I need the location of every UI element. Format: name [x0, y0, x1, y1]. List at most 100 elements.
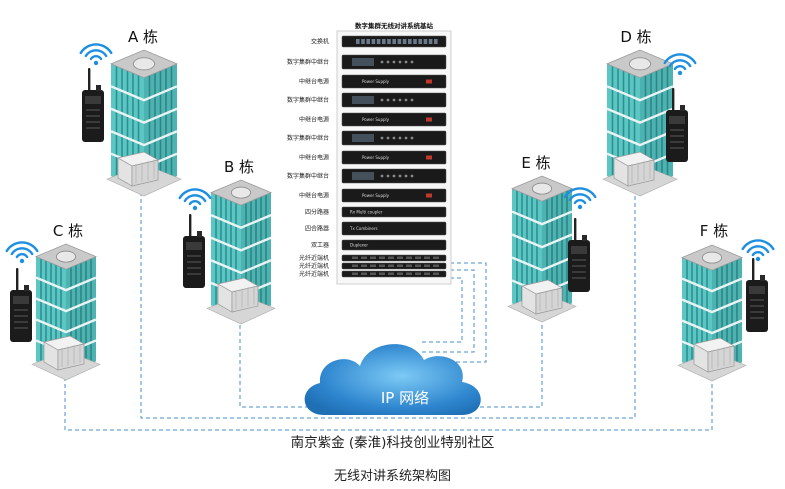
rf-unit-label: Tx Combiners — [349, 226, 378, 231]
radio-screen — [13, 296, 29, 304]
building-e: E 栋 — [507, 154, 597, 323]
network-link — [140, 190, 636, 419]
rack-row-label: 光纤近端机 — [299, 254, 329, 262]
wifi-arc — [746, 245, 770, 254]
rack-unit-repeater — [341, 54, 447, 70]
power-led — [426, 193, 432, 198]
building-label: B 栋 — [224, 158, 254, 176]
wifi-arc — [188, 199, 202, 206]
psu-label: Power Supply — [362, 117, 390, 122]
fiber-port — [388, 256, 394, 259]
fiber-port — [352, 256, 358, 259]
repeater-display — [352, 96, 374, 104]
figure-title: 无线对讲系统架构图 — [333, 469, 451, 484]
fiber-port — [397, 264, 403, 267]
rack-unit-psu: Power Supply — [341, 150, 447, 165]
repeater-button — [392, 136, 396, 140]
remote-unit-front — [57, 343, 85, 371]
fiber-port — [433, 272, 439, 275]
building-floor-band — [606, 130, 674, 147]
rack-row-label: 交换机 — [311, 38, 329, 46]
repeater-button — [398, 136, 402, 140]
switch-port — [413, 39, 417, 44]
cloud-label: IP 网络 — [381, 389, 429, 407]
radio-knob — [24, 285, 29, 291]
psu-label: Power Supply — [362, 155, 390, 160]
fiber-port — [424, 272, 430, 275]
rack-unit-body — [341, 206, 447, 218]
building-floor-band — [210, 259, 272, 275]
fiber-port — [379, 256, 385, 259]
rack-title: 数字集群无线对讲系统基站 — [355, 21, 434, 30]
building-floor-band — [210, 236, 272, 252]
fiber-port — [370, 264, 376, 267]
fiber-port — [406, 264, 412, 267]
building-f: F 栋 — [677, 222, 775, 382]
building-floor-band — [35, 276, 97, 292]
building-floor-band — [110, 85, 178, 102]
switch-port — [392, 39, 396, 44]
rack-unit-psu: Power Supply — [341, 74, 447, 89]
wifi-arc — [668, 59, 692, 68]
rack-row-label: 中继台电源 — [299, 154, 329, 162]
repeater-button — [404, 136, 408, 140]
radio-screen — [571, 246, 587, 254]
psu-label: Power Supply — [362, 79, 390, 84]
radio-knob — [197, 231, 202, 237]
repeater-button — [404, 98, 408, 102]
repeater-display — [352, 172, 374, 180]
fiber-port — [397, 256, 403, 259]
helipad-icon — [133, 57, 155, 71]
rack-unit-combiner: Tx Combiners — [341, 221, 447, 236]
rack-row-label: 四合路器 — [305, 225, 329, 233]
fiber-port — [370, 272, 376, 275]
fiber-port — [379, 272, 385, 275]
building-floor-band — [681, 277, 743, 293]
radio-antenna-icon — [752, 258, 755, 282]
building-floor-band — [35, 297, 97, 313]
building-floor-band — [110, 130, 178, 147]
wifi-dot — [19, 258, 25, 264]
repeater-button — [410, 136, 414, 140]
switch-port — [387, 39, 391, 44]
wifi-arc — [663, 53, 697, 65]
helipad-icon — [702, 251, 723, 264]
switch-port — [408, 39, 412, 44]
rf-unit-label: Duplexer — [350, 243, 368, 248]
rack-row-label: 四分路器 — [305, 208, 329, 216]
wifi-dot — [192, 205, 198, 211]
power-led — [426, 79, 432, 84]
rack-unit-splitter: Rx Multi coupler — [341, 206, 447, 218]
remote-unit-front — [627, 159, 655, 187]
repeater-button — [404, 60, 408, 64]
building-c: C 栋 — [5, 222, 101, 381]
repeater-button — [386, 60, 390, 64]
switch-port — [418, 39, 422, 44]
rack-unit-body — [341, 239, 447, 251]
repeater-button — [398, 60, 402, 64]
radio-antenna-icon — [16, 268, 19, 292]
radio-knob — [582, 235, 587, 241]
radio-antenna-icon — [189, 214, 192, 238]
rack-unit-repeater — [341, 92, 447, 108]
fiber-port — [361, 272, 367, 275]
wifi-arc — [751, 250, 765, 257]
repeater-display — [352, 134, 374, 142]
rack-row-label: 数字集群中继台 — [287, 58, 329, 66]
building-b: B 栋 — [178, 158, 276, 325]
wifi-arc — [563, 187, 597, 199]
helipad-icon — [532, 182, 553, 195]
radio-antenna-icon — [574, 218, 577, 242]
remote-unit-front — [231, 285, 259, 313]
repeater-button — [404, 174, 408, 178]
rack-row-label: 双工器 — [311, 242, 329, 249]
switch-port — [397, 39, 402, 44]
wifi-arc — [183, 194, 207, 203]
repeater-button — [392, 60, 396, 64]
rack-unit-duplexer: Duplexer — [341, 239, 447, 251]
rack-unit-repeater — [341, 130, 447, 146]
switch-port — [366, 39, 370, 44]
rack-unit-fiber — [341, 270, 447, 278]
wifi-dot — [677, 70, 683, 76]
